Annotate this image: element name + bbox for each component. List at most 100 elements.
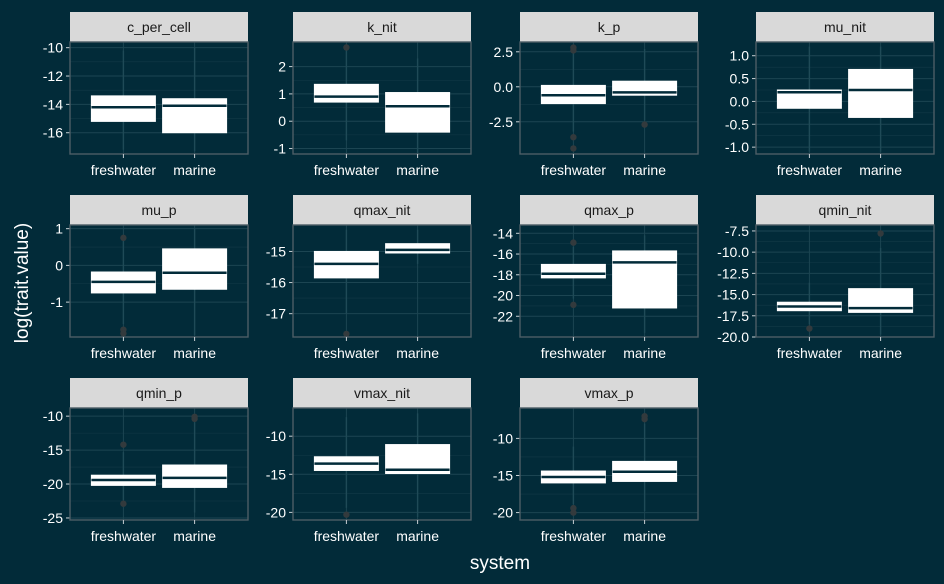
- y-tick-label: -17.5: [717, 308, 749, 324]
- strip-header: [293, 378, 471, 408]
- outlier-point: [641, 121, 648, 128]
- y-tick-label: 1: [55, 221, 63, 237]
- y-tick-label: -2.5: [489, 114, 513, 130]
- y-tick-label: -15.0: [717, 287, 749, 303]
- y-tick-label: -10: [43, 408, 63, 424]
- y-axis-title: log(trait.value): [12, 223, 33, 343]
- panel-border: [755, 41, 935, 155]
- x-tick-label: marine: [623, 528, 666, 544]
- y-tick-label: -1.0: [725, 139, 749, 155]
- x-tick-label: freshwater: [541, 345, 607, 361]
- outlier-point: [120, 441, 127, 448]
- box-iqr-marine: [162, 464, 228, 488]
- y-tick-label: -7.5: [725, 223, 749, 239]
- x-tick-label: marine: [173, 528, 216, 544]
- y-tick-label: -18: [493, 267, 513, 283]
- y-tick-label: -16: [266, 275, 286, 291]
- box-iqr-freshwater: [776, 89, 842, 109]
- x-tick-label: marine: [623, 162, 666, 178]
- outlier-point: [570, 239, 577, 246]
- strip-title: mu_p: [141, 202, 176, 218]
- strip-header: [756, 12, 934, 42]
- box-iqr-marine: [385, 92, 451, 133]
- strip-title: qmin_p: [136, 385, 182, 401]
- x-tick-label: freshwater: [91, 162, 157, 178]
- x-tick-label: marine: [859, 345, 902, 361]
- y-tick-label: -12: [43, 68, 63, 84]
- y-tick-label: -10: [493, 430, 513, 446]
- panel-border: [292, 224, 472, 338]
- y-tick-label: 1: [278, 86, 286, 102]
- y-tick-label: 0: [278, 113, 286, 129]
- y-tick-label: 0: [55, 257, 63, 273]
- y-tick-label: 2.5: [494, 44, 514, 60]
- y-tick-label: -10: [43, 40, 63, 56]
- outlier-point: [570, 145, 577, 152]
- outlier-point: [570, 509, 577, 516]
- y-tick-label: -10: [266, 428, 286, 444]
- strip-header: [756, 195, 934, 225]
- y-tick-label: -12.5: [717, 265, 749, 281]
- x-tick-label: marine: [396, 528, 439, 544]
- y-tick-label: -15: [43, 442, 63, 458]
- panel-border: [292, 41, 472, 155]
- outlier-point: [343, 44, 350, 51]
- y-tick-label: -10.0: [717, 244, 749, 260]
- y-tick-label: -17: [266, 306, 286, 322]
- x-tick-label: freshwater: [314, 345, 380, 361]
- box-iqr-marine: [162, 98, 228, 134]
- outlier-point: [570, 301, 577, 309]
- x-tick-label: marine: [623, 345, 666, 361]
- strip-title: c_per_cell: [127, 19, 191, 35]
- outlier-point: [877, 230, 884, 237]
- y-tick-label: -16: [43, 125, 63, 141]
- x-axis-title: system: [470, 553, 530, 574]
- outlier-point: [570, 44, 577, 51]
- strip-title: vmax_nit: [354, 385, 410, 401]
- outlier-point: [570, 134, 577, 141]
- box-iqr-freshwater: [313, 83, 379, 103]
- strip-header: [520, 378, 698, 408]
- y-tick-label: -14: [493, 225, 513, 241]
- y-tick-label: -20.0: [717, 329, 749, 345]
- y-tick-label: 2: [278, 59, 286, 75]
- y-tick-label: -20: [493, 505, 513, 521]
- strip-header: [70, 378, 248, 408]
- y-tick-label: -1: [51, 294, 64, 310]
- outlier-point: [120, 500, 127, 507]
- panel-border: [292, 407, 472, 521]
- y-tick-label: -0.5: [725, 116, 749, 132]
- y-tick-label: 0.0: [730, 93, 750, 109]
- x-tick-label: marine: [173, 162, 216, 178]
- strip-header: [293, 12, 471, 42]
- x-tick-label: freshwater: [777, 162, 843, 178]
- strip-title: qmax_nit: [354, 202, 411, 218]
- strip-title: qmax_p: [584, 202, 634, 218]
- strip-title: k_p: [598, 19, 621, 35]
- box-iqr-marine: [385, 243, 451, 254]
- outlier-point: [806, 325, 813, 332]
- outlier-point: [120, 330, 127, 337]
- y-tick-label: -1: [274, 141, 287, 157]
- box-iqr-freshwater: [90, 95, 156, 122]
- y-tick-label: -20: [493, 288, 513, 304]
- outlier-point: [191, 415, 198, 423]
- x-tick-label: freshwater: [314, 528, 380, 544]
- y-tick-label: -20: [266, 504, 286, 520]
- strip-title: k_nit: [367, 19, 397, 35]
- panel-border: [755, 224, 935, 338]
- y-tick-label: -16: [493, 246, 513, 262]
- outlier-point: [120, 234, 127, 242]
- y-tick-label: -15: [493, 467, 513, 483]
- y-tick-label: 0.5: [730, 71, 750, 87]
